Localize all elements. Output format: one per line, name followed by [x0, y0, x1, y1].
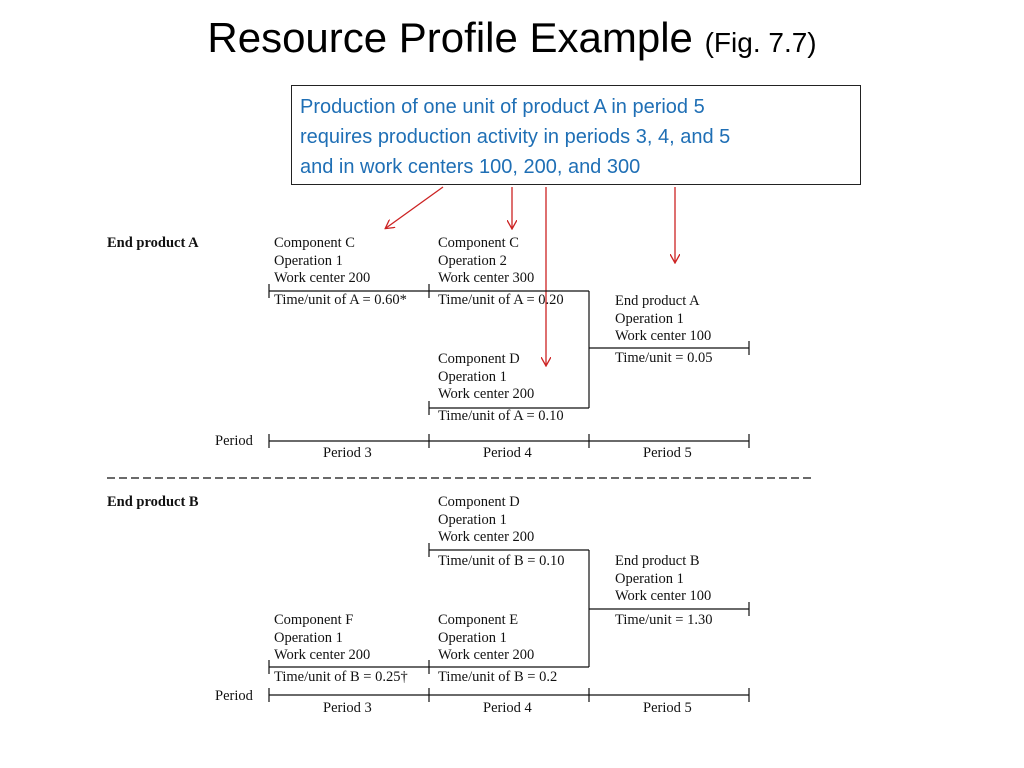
component-label: Component F [274, 612, 354, 628]
block-b-component-d: Component D Operation 1 Work center 200 [438, 494, 534, 547]
operation-label: Operation 2 [438, 252, 507, 269]
period-axis-label: Period [215, 433, 253, 449]
time-label: Time/unit of A = 0.20 [438, 292, 564, 308]
work-center-label: Work center 100 [615, 588, 712, 604]
title-main: Resource Profile Example [207, 14, 693, 61]
time-label: Time/unit = 1.30 [615, 612, 713, 628]
callout-box: Production of one unit of product A in p… [291, 85, 861, 185]
period-tick-label: Period 5 [643, 700, 692, 716]
product-b-lines [268, 543, 750, 702]
work-center-label: Work center 200 [274, 647, 371, 663]
time-label: Time/unit of B = 0.10 [438, 553, 565, 569]
component-label: End product A [615, 293, 700, 309]
callout-line: requires production activity in periods … [300, 126, 731, 148]
work-center-label: Work center 200 [274, 270, 371, 286]
block-a-component-c-op2: Component C Operation 2 Work center 300 [438, 235, 534, 288]
work-center-label: Work center 200 [438, 386, 535, 402]
work-center-label: Work center 200 [438, 529, 535, 545]
block-b-component-f: Component F Operation 1 Work center 200 [274, 612, 370, 665]
title-figure-ref: (Fig. 7.7) [704, 27, 817, 58]
block-a-end-product: End product A Operation 1 Work center 10… [615, 293, 711, 346]
time-label: Time/unit of A = 0.10 [438, 408, 564, 424]
component-label: Component D [438, 494, 520, 510]
block-b-end-product: End product B Operation 1 Work center 10… [615, 553, 711, 606]
period-axis-label: Period [215, 688, 253, 704]
block-a-component-d: Component D Operation 1 Work center 200 [438, 351, 534, 404]
period-tick-label: Period 5 [643, 445, 692, 461]
period-tick-label: Period 4 [483, 445, 532, 461]
end-product-a-heading: End product A [107, 235, 199, 251]
end-product-b-heading: End product B [107, 494, 199, 510]
period-tick-label: Period 3 [323, 700, 372, 716]
time-label: Time/unit of B = 0.25† [274, 669, 408, 685]
operation-label: Operation 1 [438, 511, 507, 528]
arrow-to-component-c-op1 [386, 186, 444, 228]
work-center-label: Work center 100 [615, 328, 712, 344]
component-label: Component C [274, 235, 355, 251]
time-label: Time/unit of B = 0.2 [438, 669, 558, 685]
operation-label: Operation 1 [615, 570, 684, 587]
operation-label: Operation 1 [274, 252, 343, 269]
component-label: End product B [615, 553, 700, 569]
component-label: Component C [438, 235, 519, 251]
callout-line: and in work centers 100, 200, and 300 [300, 156, 641, 178]
time-label: Time/unit of A = 0.60* [274, 292, 407, 308]
period-tick-label: Period 4 [483, 700, 532, 716]
slide-title: Resource Profile Example (Fig. 7.7) [0, 14, 1024, 62]
callout-line: Production of one unit of product A in p… [300, 96, 705, 118]
time-label: Time/unit = 0.05 [615, 350, 713, 366]
block-b-component-e: Component E Operation 1 Work center 200 [438, 612, 534, 665]
work-center-label: Work center 300 [438, 270, 535, 286]
callout-arrows [386, 186, 675, 365]
component-label: Component D [438, 351, 520, 367]
period-tick-label: Period 3 [323, 445, 372, 461]
product-a-lines [268, 284, 750, 448]
operation-label: Operation 1 [274, 629, 343, 646]
block-a-component-c-op1: Component C Operation 1 Work center 200 [274, 235, 370, 288]
operation-label: Operation 1 [438, 368, 507, 385]
component-label: Component E [438, 612, 519, 628]
operation-label: Operation 1 [615, 310, 684, 327]
work-center-label: Work center 200 [438, 647, 535, 663]
operation-label: Operation 1 [438, 629, 507, 646]
